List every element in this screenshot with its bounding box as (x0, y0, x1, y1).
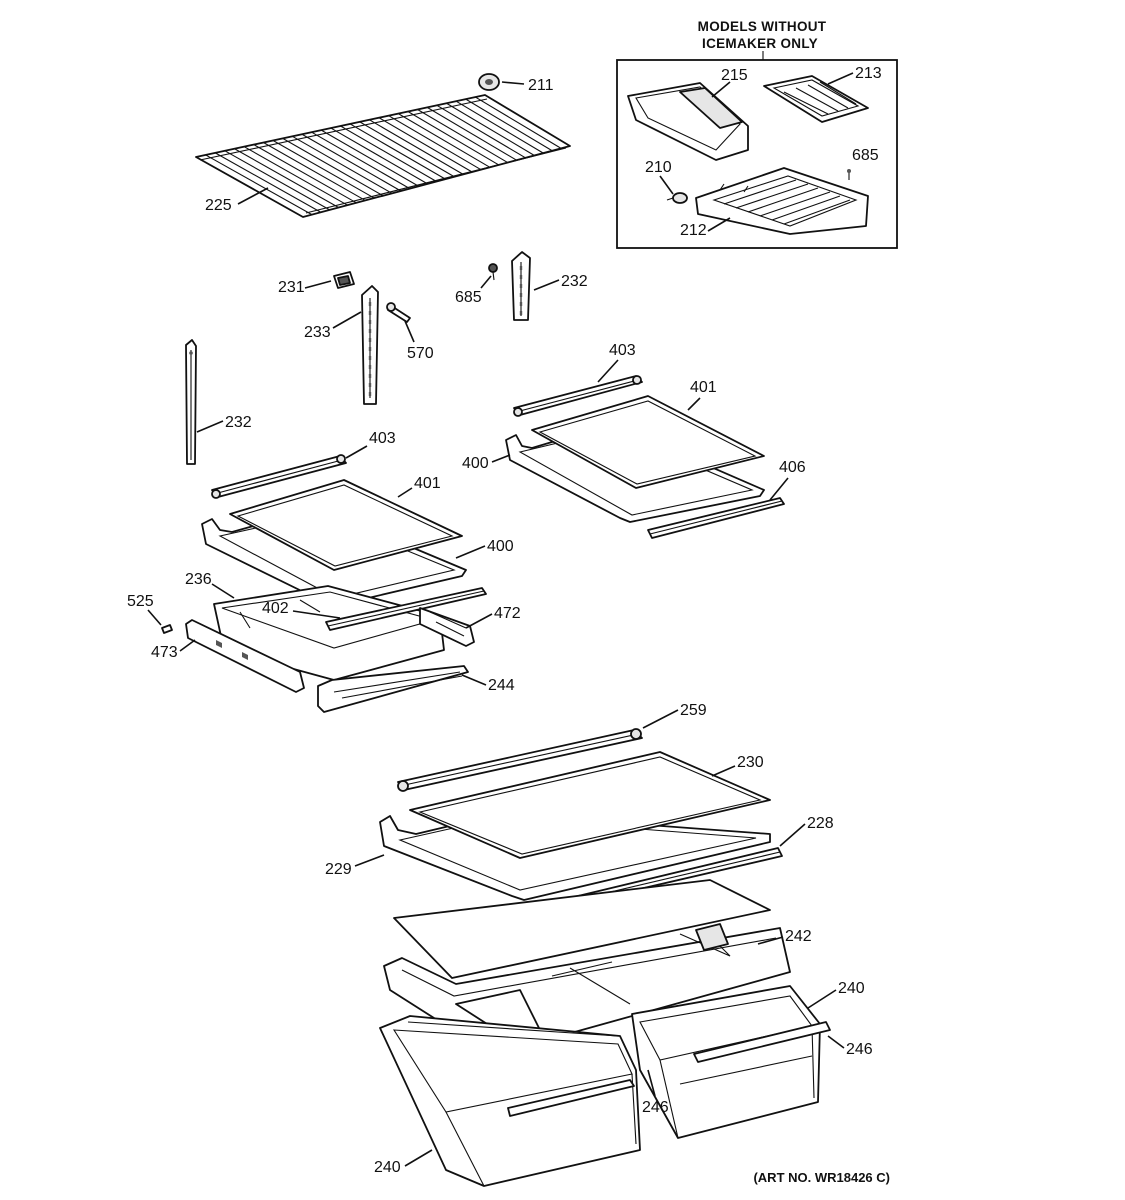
callout-246-right: 246 (846, 1041, 873, 1058)
callout-403-right: 403 (609, 342, 636, 359)
shelf-assembly-right (505, 375, 785, 539)
crisper-drawer-right (631, 985, 831, 1139)
part-232-upright-left (185, 339, 197, 465)
callout-210: 210 (645, 159, 672, 176)
callout-212: 212 (680, 222, 707, 239)
part-685-screw (488, 263, 498, 281)
callout-570: 570 (407, 345, 434, 362)
inset-frame (616, 59, 898, 249)
part-211-knob (478, 73, 500, 91)
callout-246-left: 246 (642, 1099, 669, 1116)
callout-232-right: 232 (561, 273, 588, 290)
callout-236: 236 (185, 571, 212, 588)
part-225-wire-shelf (195, 94, 571, 218)
callout-240-left: 240 (374, 1159, 401, 1176)
callout-401-left: 401 (414, 475, 441, 492)
callout-215: 215 (721, 67, 748, 84)
inset-title-line1: MODELS WITHOUT (698, 19, 827, 34)
callout-240-right: 240 (838, 980, 865, 997)
callout-401-right: 401 (690, 379, 717, 396)
shelf-assembly-left (201, 454, 467, 607)
callout-406: 406 (779, 459, 806, 476)
inset-title-line2: ICEMAKER ONLY (702, 36, 818, 51)
crisper-cover-assembly (383, 879, 791, 1053)
callout-403-left: 403 (369, 430, 396, 447)
callout-231: 231 (278, 279, 305, 296)
crisper-drawer-left (379, 1015, 641, 1187)
callout-400-left: 400 (487, 538, 514, 555)
callout-229: 229 (325, 861, 352, 878)
callout-225: 225 (205, 197, 232, 214)
callout-232-left: 232 (225, 414, 252, 431)
callout-525: 525 (127, 593, 154, 610)
callout-400-right: 400 (462, 455, 489, 472)
part-231-clip (333, 271, 355, 289)
drawer-assembly-left (161, 585, 487, 713)
part-210-fastener (666, 192, 688, 204)
part-233-upright (361, 285, 379, 405)
callout-402: 402 (262, 600, 289, 617)
callout-685: 685 (455, 289, 482, 306)
callout-473: 473 (151, 644, 178, 661)
callout-213: 213 (855, 65, 882, 82)
callout-242: 242 (785, 928, 812, 945)
callout-685-inset: 685 (852, 147, 879, 164)
callout-230: 230 (737, 754, 764, 771)
part-215-ice-bucket (627, 82, 749, 161)
part-570-screw (386, 302, 411, 323)
callout-233: 233 (304, 324, 331, 341)
part-232-upright-right (511, 251, 531, 321)
part-212-ice-shelf (695, 167, 869, 235)
part-213-ice-tray (763, 75, 869, 123)
callout-211: 211 (528, 77, 554, 94)
callout-259: 259 (680, 702, 707, 719)
callout-244: 244 (488, 677, 515, 694)
icemaker-inset: MODELS WITHOUT ICEMAKER ONLY (616, 19, 898, 249)
shelf-assembly-lower (379, 728, 783, 915)
part-685-screw-inset (847, 169, 851, 180)
art-number: (ART NO. WR18426 C) (753, 1170, 890, 1185)
callout-472: 472 (494, 605, 521, 622)
callout-228: 228 (807, 815, 834, 832)
